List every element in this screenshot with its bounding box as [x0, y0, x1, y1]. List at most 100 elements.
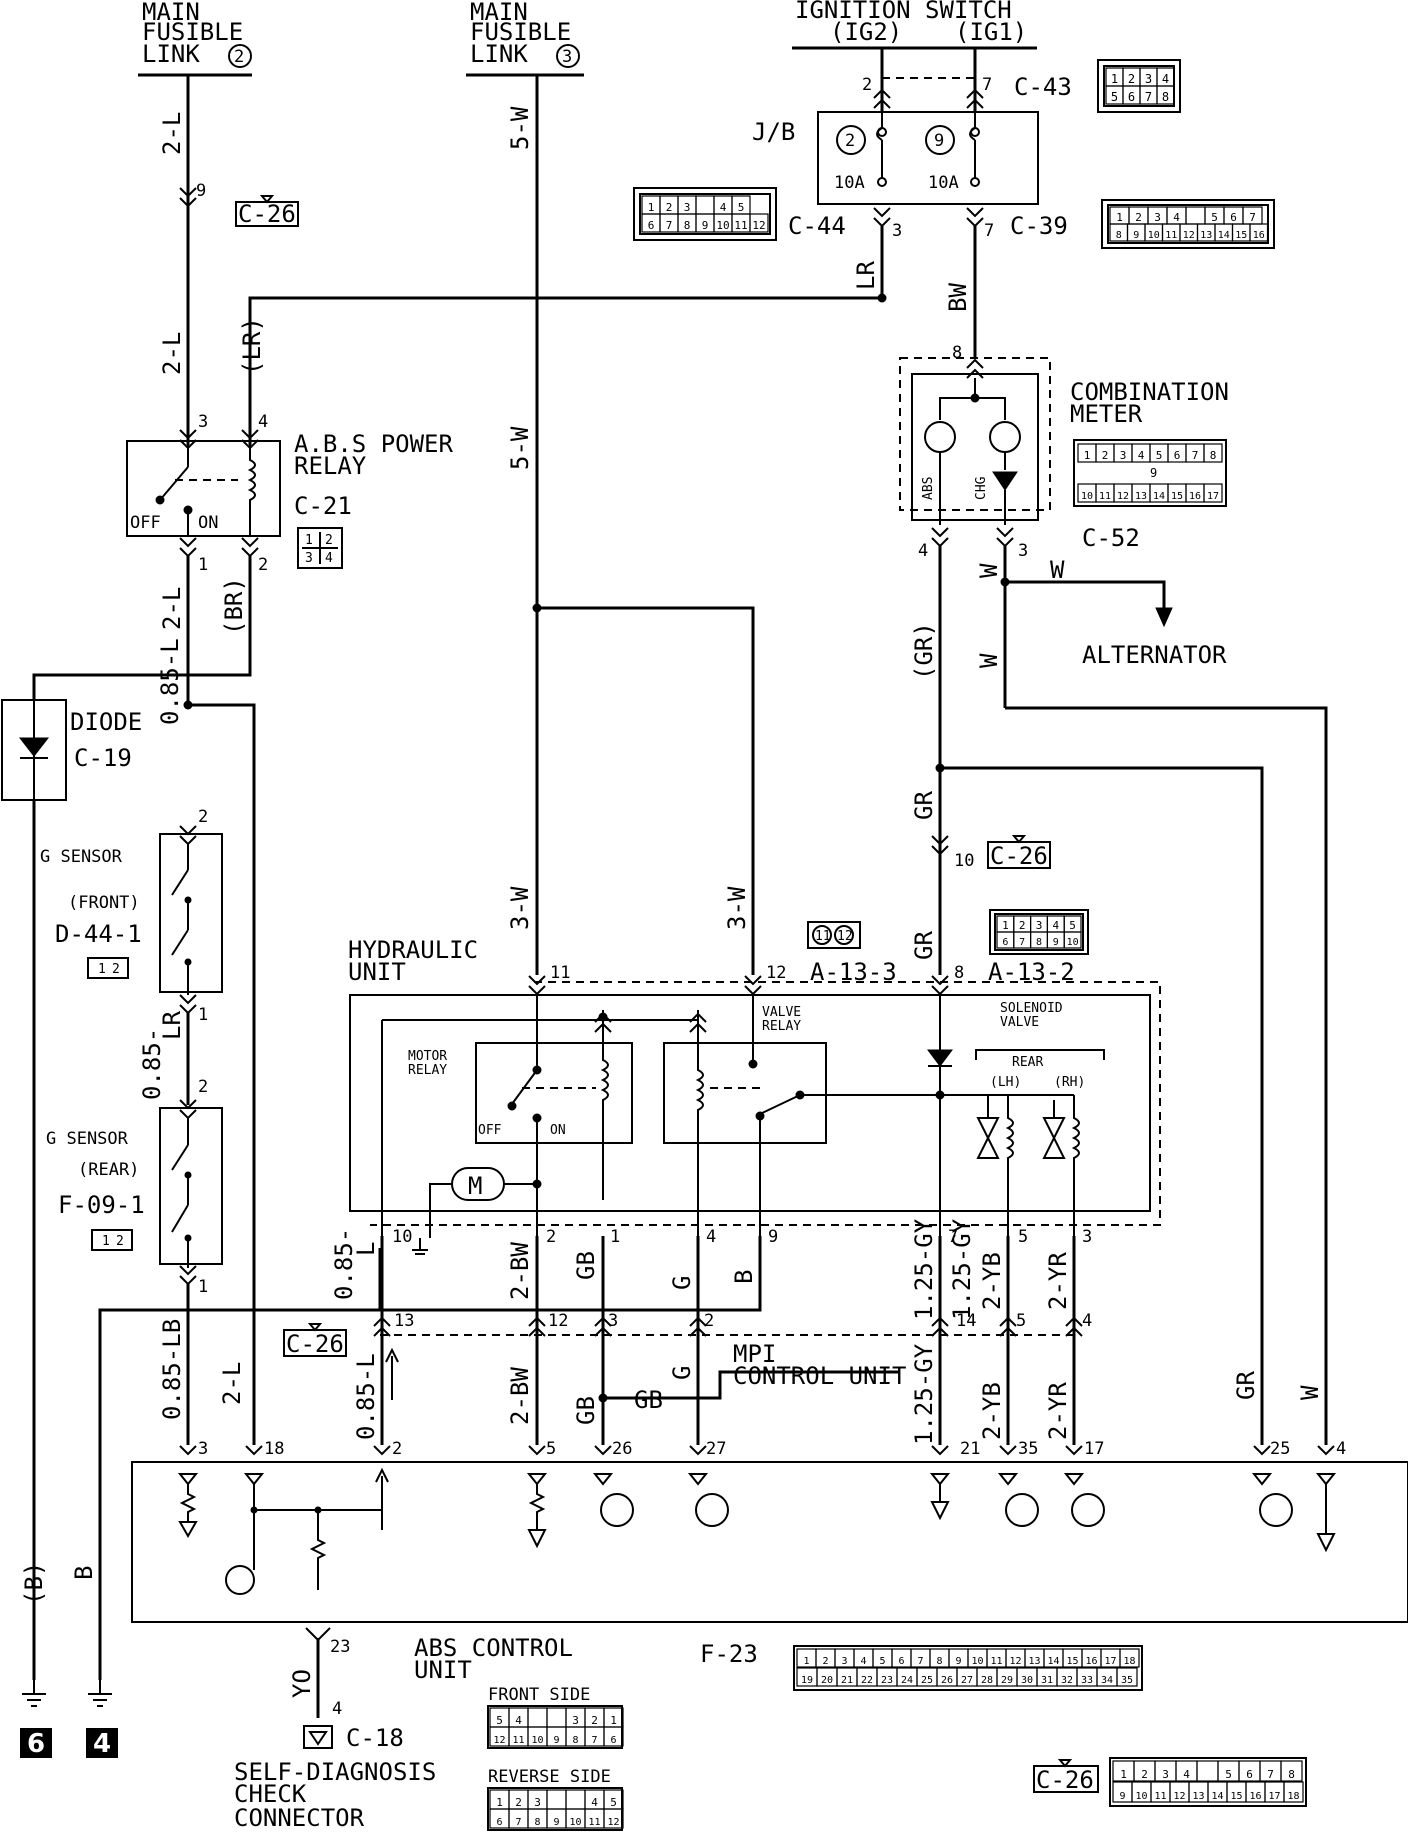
c39-cell-label: 10	[1148, 230, 1160, 241]
a13-2-cell-label: 4	[1052, 919, 1059, 932]
wire-LR: LR	[852, 261, 880, 290]
fusible-2-num: 2	[234, 47, 244, 67]
mpi-pin-5: 5	[1016, 1311, 1026, 1331]
gsf-title-2: (FRONT)	[68, 893, 140, 913]
rev-cell	[603, 1808, 624, 1829]
rev-cell-label: 5	[610, 1796, 617, 1809]
front-cell-label: 12	[493, 1735, 505, 1746]
rev-cell	[546, 1789, 567, 1810]
hu-pin-5: 5	[1018, 1227, 1028, 1247]
ignition-switch-label: IGNITION SWITCH	[795, 0, 1012, 24]
f23-connector	[793, 1645, 1143, 1691]
c26-bottom: C-26	[1033, 1757, 1307, 1807]
ecu-pin-17: 17	[1084, 1439, 1104, 1459]
c26-tag-1: C-26	[235, 195, 299, 228]
c21-cell: 1	[305, 533, 313, 548]
c26-cell-label: 15	[1230, 1791, 1242, 1802]
fusible-2-circle	[228, 44, 252, 68]
ground-6: 6	[20, 1680, 52, 1759]
mpi-control-unit: MPI CONTROL UNIT GB GB G 2-BW 0.85-L 1.2…	[352, 1340, 1072, 1445]
ignition-switch: IGNITION SWITCH (IG2) (IG1)	[792, 0, 1037, 50]
c26-connector-grid	[1109, 1757, 1307, 1807]
solenoid-rear: REAR	[1012, 1055, 1043, 1070]
c52-cell-label: 2	[1102, 449, 1109, 462]
c39-cell-label: 12	[1183, 230, 1195, 241]
abs-power-relay: 3 4 OFF ON A.B.S POWER RELAY C-21 1 2 3 …	[126, 412, 453, 575]
c26-cell	[1283, 1781, 1304, 1803]
front-cell-label: 8	[572, 1735, 578, 1746]
wire-085LR-b: LR	[158, 1011, 186, 1040]
f09-connector	[91, 1229, 133, 1251]
jb-label: J/B	[752, 118, 795, 146]
c26-cell-label: 13	[1192, 1791, 1204, 1802]
c43-cell	[1156, 85, 1175, 105]
c44-cell-label: 12	[752, 219, 765, 232]
c43-cell-label: 1	[1111, 72, 1118, 86]
c39-cell-label: 1	[1116, 211, 1123, 224]
ecu-pin-18: 18	[264, 1439, 284, 1459]
wire-GR: (GR) GR GR 10 C-26 GR	[910, 546, 1264, 1445]
wire-125GY-c: 1.25-GY	[910, 1343, 938, 1445]
a13-2-cell-label: 6	[1002, 937, 1008, 948]
ecu-pin-27: 27	[706, 1439, 726, 1459]
c52-mid-label: 9	[1150, 466, 1157, 480]
jb-fuse-9: 9	[934, 131, 944, 151]
gsf-pin-1: 1	[198, 1005, 208, 1025]
f23-cell-label: 28	[981, 1675, 993, 1686]
fusible-3-circle	[556, 44, 580, 68]
c52-cell-label: 3	[1120, 449, 1127, 462]
rev-cell-label: 12	[607, 1817, 619, 1828]
c39-cell-label: 9	[1133, 230, 1139, 241]
cm-title-2: METER	[1070, 400, 1143, 428]
g-sensor-front: 0.85-L 2 1 G SENSOR (FRONT) D-44-1 1 2 0…	[40, 638, 223, 1105]
fusible-3-num: 3	[562, 47, 572, 67]
wire-GR-paren: (GR)	[910, 622, 938, 680]
f23-cell-label: 25	[921, 1675, 933, 1686]
a13-2-cell	[1063, 931, 1082, 949]
f23-cell-label: 22	[861, 1675, 873, 1686]
c44-cell-label: 3	[684, 201, 691, 214]
f23-cell-label: 7	[917, 1656, 923, 1667]
d44-cell: 2	[112, 962, 120, 977]
c26-label-1: C-26	[238, 200, 296, 228]
hu-pin-4: 4	[706, 1227, 716, 1247]
rev-cell-label: 4	[591, 1796, 598, 1809]
solenoid-2: VALVE	[1000, 1015, 1039, 1030]
hu-title-1: HYDRAULIC	[348, 936, 478, 964]
c39-cell-label: 6	[1230, 211, 1237, 224]
fusible-2-line1: MAIN	[142, 0, 200, 26]
c39-cell-label: 13	[1200, 230, 1212, 241]
f23-cell-label: 20	[821, 1675, 833, 1686]
motor-m: M	[468, 1172, 482, 1200]
wire-relay-outputs: 2-L (BR)	[32, 556, 256, 1445]
relay-pin-2: 2	[258, 555, 268, 575]
ecu-pin-35: 35	[1018, 1439, 1038, 1459]
abs-control-unit: 3 18 2 5 26 27 21 35 17 25 4	[131, 1439, 1408, 1691]
alternator-label: ALTERNATOR	[1082, 641, 1227, 669]
c39-cell	[1249, 223, 1269, 242]
a13-2-cell-label: 3	[1036, 919, 1043, 932]
wire-W-b: W	[1050, 556, 1065, 584]
wire-5W: 5-W 5-W 3-W 3-W	[506, 75, 755, 975]
c26-cell-label: 1	[1120, 1768, 1127, 1781]
c21-cell: 4	[325, 551, 333, 566]
relay-title-1: A.B.S POWER	[294, 430, 453, 458]
c44-cell	[749, 213, 769, 233]
c44-cell-label: 4	[720, 201, 727, 214]
a13-2-cell-label: 7	[1019, 937, 1025, 948]
valve-relay-1: VALVE	[762, 1005, 801, 1020]
wire-W-alternator: W W W ALTERNATOR W	[975, 546, 1328, 1445]
wire-085L-a: 0.85-L	[156, 638, 184, 725]
c26-cell-label: 5	[1225, 1768, 1232, 1781]
c26-label-3: C-26	[286, 1330, 344, 1358]
front-cell-label: 7	[591, 1735, 597, 1746]
c26-label-4: C-26	[1036, 1766, 1094, 1794]
c44-cell-label: 9	[702, 219, 709, 232]
c26-cell-label: 2	[1141, 1768, 1148, 1781]
hu-pin-8: 8	[954, 963, 964, 983]
wire-2L-b: 2-L	[158, 332, 186, 375]
c21-cell: 3	[305, 551, 313, 566]
f23-cell	[1119, 1648, 1140, 1668]
front-cell	[546, 1707, 567, 1728]
f23-cell-label: 14	[1047, 1656, 1059, 1667]
